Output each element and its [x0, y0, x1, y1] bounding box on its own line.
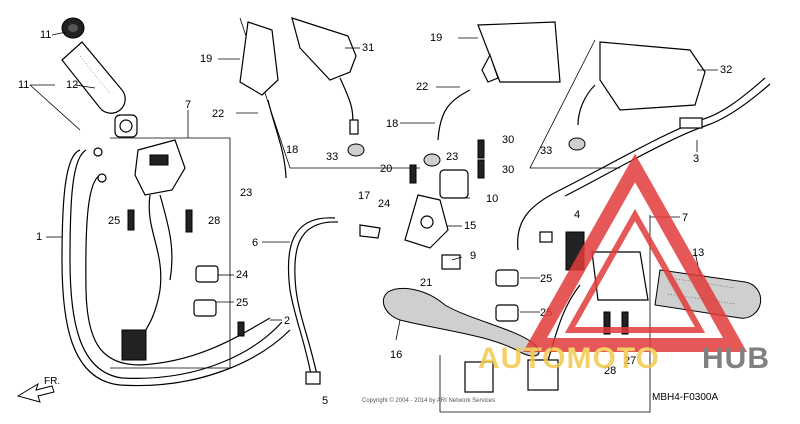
right-mirrors — [423, 21, 706, 167]
callout: 4 — [574, 209, 580, 221]
callout: 27 — [624, 355, 636, 367]
callout: 9 — [470, 250, 476, 262]
watermark-text-left: AUTOMOTO — [478, 342, 660, 375]
watermark-text-right: HUB — [702, 342, 770, 375]
callout: 19 — [430, 32, 442, 44]
front-direction-arrow: FR. — [16, 376, 60, 403]
diagram-code: MBH4-F0300A — [652, 392, 718, 403]
callout: 24 — [378, 198, 390, 210]
callout: 28 — [604, 365, 616, 377]
callout: 30 — [502, 164, 514, 176]
callout: 19 — [200, 53, 212, 65]
callout: 18 — [286, 144, 298, 156]
callout: 33 — [326, 151, 338, 163]
callout: 33 — [540, 145, 552, 157]
lever-bracket — [359, 169, 469, 270]
callout: 11 — [18, 79, 29, 91]
throttle-grip-assembly — [61, 17, 138, 138]
callout: 30 — [502, 134, 514, 146]
callout: 24 — [236, 269, 248, 281]
callout: 7 — [682, 212, 688, 224]
cable-clamps — [193, 265, 519, 322]
callout: 15 — [464, 220, 476, 232]
callout: 22 — [416, 81, 428, 93]
svg-text:FR.: FR. — [44, 376, 60, 387]
callout: 23 — [446, 151, 458, 163]
callout: 17 — [358, 190, 370, 202]
left-switch-housing — [121, 139, 186, 361]
callout-numbers: 11 11 12 7 1 25 28 24 25 2 19 22 31 18 3… — [18, 29, 732, 407]
callout: 25 — [236, 297, 248, 309]
callout: 25 — [540, 273, 552, 285]
throttle-cables — [61, 147, 291, 387]
callout: 11 — [40, 29, 51, 41]
callout: 3 — [693, 153, 699, 165]
callout: 1 — [36, 231, 42, 243]
callout: 12 — [66, 79, 78, 91]
left-mirror — [239, 17, 365, 179]
leader-lines — [29, 31, 718, 341]
callout: 6 — [252, 237, 258, 249]
brake-lever — [382, 287, 540, 357]
callout: 2 — [284, 315, 290, 327]
choke-cable — [517, 77, 771, 251]
callout: 16 — [390, 349, 402, 361]
callout: 21 — [420, 277, 432, 289]
callout: 7 — [185, 99, 191, 111]
callout: 28 — [208, 215, 220, 227]
screws — [127, 139, 629, 337]
callout: 18 — [386, 118, 398, 130]
callout: 13 — [692, 247, 704, 259]
callout: 5 — [322, 395, 328, 407]
callout: 31 — [362, 42, 374, 54]
callout: 22 — [212, 108, 224, 120]
watermark-logo: AUTOMOTO HUB — [478, 153, 770, 375]
copyright-text: Copyright © 2004 - 2014 by ARI Network S… — [362, 397, 495, 404]
callout: 25 — [108, 215, 120, 227]
callout: 20 — [380, 163, 392, 175]
callout: 32 — [720, 64, 732, 76]
callout: 23 — [240, 187, 252, 199]
clutch-cable — [287, 217, 339, 385]
callout: 10 — [486, 193, 498, 205]
